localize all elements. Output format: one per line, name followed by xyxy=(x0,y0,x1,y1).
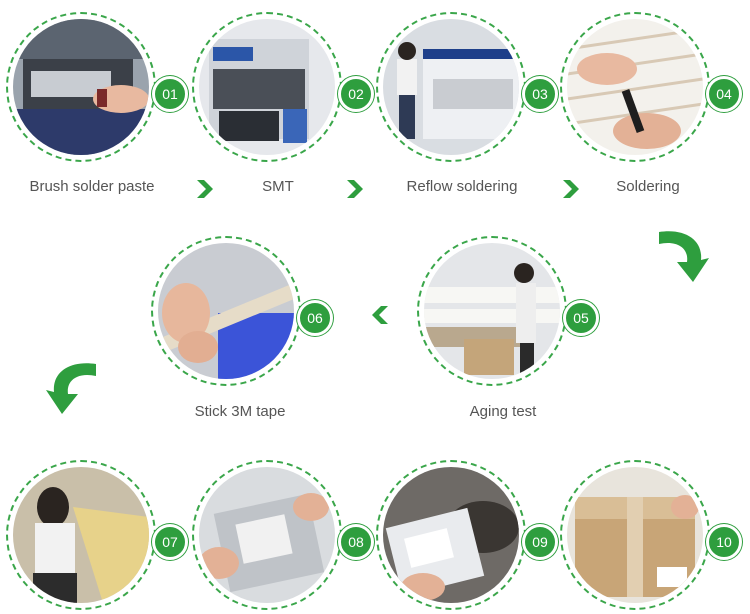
step-06: 06 xyxy=(151,236,333,386)
chevron-right-icon xyxy=(563,180,579,198)
step-label: SMT xyxy=(262,178,294,195)
step-label: Brush solder paste xyxy=(29,178,155,195)
step-label: Reflow soldering xyxy=(406,178,518,195)
chevron-right-icon xyxy=(197,180,213,198)
step-number-badge: 10 xyxy=(706,524,742,560)
photo-light-inspection xyxy=(13,467,149,603)
step-number-badge: 09 xyxy=(522,524,558,560)
step-08: 08 xyxy=(192,460,374,610)
photo-3m-tape xyxy=(158,243,294,379)
step-number-badge: 07 xyxy=(152,524,188,560)
step-number-badge: 08 xyxy=(338,524,374,560)
step-number-badge: 01 xyxy=(152,76,188,112)
curved-arrow-icon xyxy=(46,363,96,414)
step-label: Soldering xyxy=(616,178,680,195)
chevron-left-icon xyxy=(372,306,388,324)
chevron-right-icon xyxy=(347,180,363,198)
step-number-badge: 06 xyxy=(297,300,333,336)
step-07: 07 xyxy=(6,460,188,610)
step-label: Aging test xyxy=(469,403,537,420)
photo-solder-paste-printer xyxy=(13,19,149,155)
photo-packing-bags xyxy=(383,467,519,603)
step-10: 10 xyxy=(560,460,742,610)
step-04: 04 xyxy=(560,12,742,162)
photo-reflow-oven xyxy=(383,19,519,155)
photo-smt-machine xyxy=(199,19,335,155)
photo-anti-static-bagging xyxy=(199,467,335,603)
step-09: 09 xyxy=(376,460,558,610)
step-03: 03 xyxy=(376,12,558,162)
curved-arrow-icon xyxy=(659,231,709,282)
step-label: Stick 3M tape xyxy=(194,403,286,420)
photo-aging-test xyxy=(424,243,560,379)
step-number-badge: 04 xyxy=(706,76,742,112)
photo-hand-soldering xyxy=(567,19,703,155)
photo-carton-packing xyxy=(567,467,703,603)
step-number-badge: 05 xyxy=(563,300,599,336)
step-02: 02 xyxy=(192,12,374,162)
step-number-badge: 03 xyxy=(522,76,558,112)
step-number-badge: 02 xyxy=(338,76,374,112)
step-05: 05 xyxy=(417,236,599,386)
step-01: 01 xyxy=(6,12,188,162)
